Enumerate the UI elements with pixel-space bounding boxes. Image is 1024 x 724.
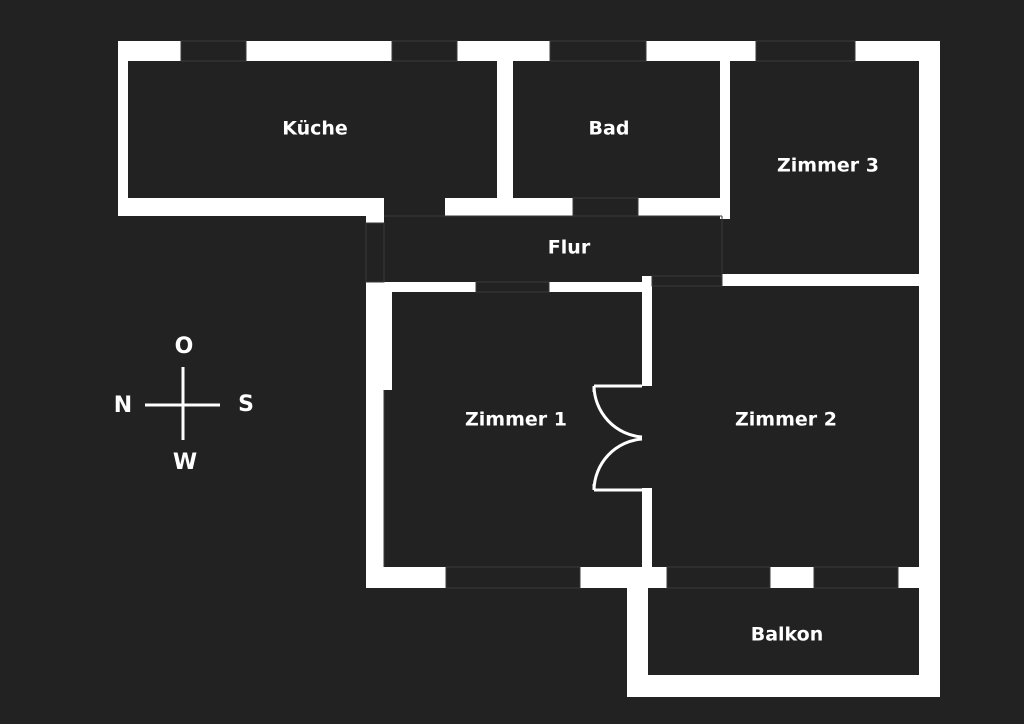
wall-top-1 — [118, 41, 181, 61]
wall-top-4 — [646, 41, 756, 61]
wall-kitchen-bottom-stub — [366, 198, 384, 223]
compass: O N S W — [114, 334, 254, 475]
door-leaf-lower — [592, 437, 643, 492]
wall-zimmer1-left-inner — [384, 292, 392, 390]
compass-south-label: S — [238, 392, 254, 417]
double-door — [592, 384, 643, 492]
wall-kitchen-bath — [497, 61, 513, 198]
wall-balcony-bottom — [627, 675, 940, 697]
wall-zimmer1-left — [366, 282, 384, 588]
wall-zimmer3-bottom — [722, 274, 940, 286]
wall-bath-zimmer3 — [720, 61, 730, 219]
door-zimmer1-balcony — [445, 566, 581, 589]
wall-balcony-left — [627, 588, 648, 697]
walls — [118, 41, 940, 697]
label-bad: Bad — [589, 118, 630, 140]
wall-top-3 — [457, 41, 550, 61]
wall-right-outer — [919, 41, 940, 588]
compass-north-label: N — [114, 393, 132, 418]
label-kueche: Küche — [282, 118, 348, 140]
label-zimmer3: Zimmer 3 — [777, 155, 879, 177]
compass-east-label: O — [175, 334, 194, 359]
label-zimmer1: Zimmer 1 — [465, 409, 567, 431]
window-kitchen-1 — [180, 40, 247, 62]
label-flur: Flur — [548, 237, 591, 259]
door-entrance — [365, 222, 385, 283]
door-zimmer2 — [651, 275, 723, 287]
label-zimmer2: Zimmer 2 — [735, 409, 837, 431]
wall-zimmer1-zimmer2-lower — [642, 488, 652, 568]
door-leaf-upper — [592, 384, 643, 439]
wall-kitchen-left — [118, 41, 128, 216]
door-bath — [572, 197, 639, 217]
wall-zimmer1-top-1 — [366, 282, 476, 292]
openings — [180, 40, 899, 589]
wall-bath-bottom-1 — [445, 198, 573, 216]
room-labels: Küche Bad Zimmer 3 Flur Zimmer 1 Zimmer … — [282, 118, 879, 646]
window-kitchen-2 — [391, 40, 458, 62]
wall-kitchen-bottom — [118, 198, 384, 216]
door-zimmer1 — [475, 281, 550, 293]
wall-top-5 — [855, 41, 940, 61]
window-bath — [549, 40, 647, 62]
wall-balcony-right — [919, 588, 940, 697]
wall-bottom-4 — [898, 567, 940, 588]
wall-top-2 — [246, 41, 392, 61]
wall-bottom-1 — [366, 567, 446, 588]
wall-zimmer1-zimmer2-upper — [642, 276, 652, 386]
wall-bottom-3 — [770, 567, 814, 588]
wall-zimmer1-top-2 — [549, 282, 652, 292]
label-balkon: Balkon — [751, 624, 824, 646]
door-zimmer2-balcony-2 — [813, 566, 899, 589]
wall-bottom-2 — [580, 567, 667, 588]
window-zimmer3 — [755, 40, 856, 62]
door-zimmer2-balcony-1 — [666, 566, 771, 589]
wall-bath-bottom-2 — [638, 198, 723, 216]
compass-west-label: W — [173, 450, 197, 475]
